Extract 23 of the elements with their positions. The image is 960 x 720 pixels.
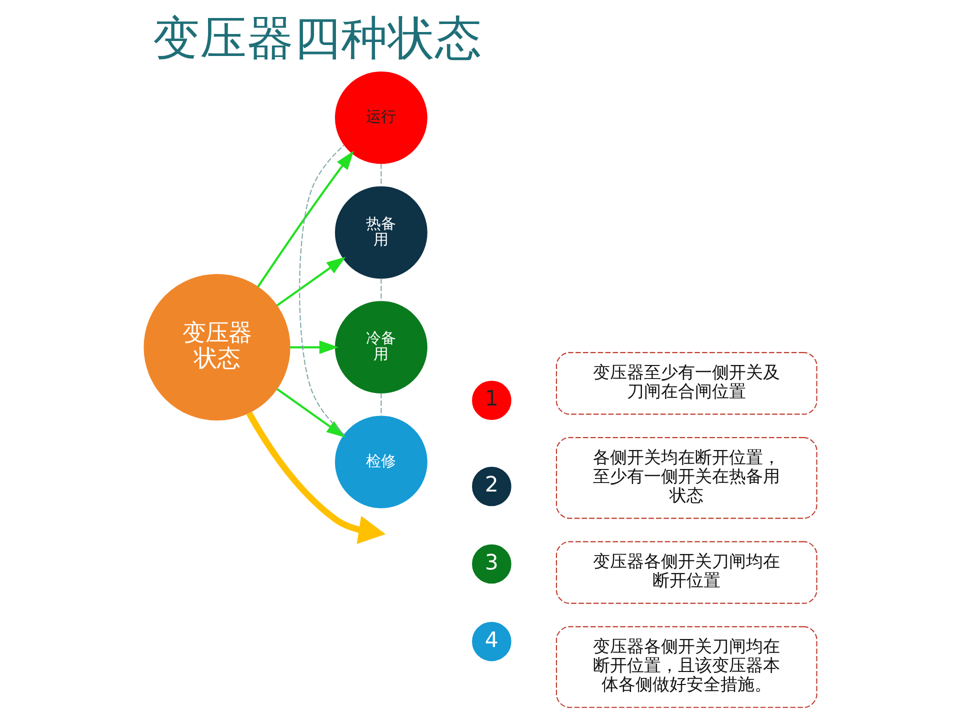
- arrow: [256, 150, 354, 288]
- node-circle: 冷备用: [334, 301, 427, 394]
- arrow: [246, 412, 386, 544]
- node-box: 变压器各侧开关刀闸均在断开位置: [555, 541, 817, 604]
- node-circle: 1: [472, 380, 511, 420]
- node-box: 各侧开关均在断开位置，至少有一侧开关在热备用状态: [555, 437, 817, 519]
- arrow: [290, 340, 338, 354]
- node-circle: 2: [472, 466, 511, 506]
- arrow: [276, 388, 346, 438]
- node-circle: 变压器状态: [143, 274, 290, 421]
- node-box: 变压器至少有一侧开关及刀闸在合闸位置: [555, 352, 817, 415]
- arrow: [276, 256, 346, 306]
- connector: [298, 144, 344, 436]
- node-circle: 检修: [334, 416, 427, 508]
- diagram-title: 变压器四种状态: [152, 12, 482, 66]
- node-circle: 3: [472, 544, 511, 584]
- node-circle: 4: [472, 622, 511, 662]
- connector: [380, 278, 382, 302]
- connector: [380, 393, 382, 416]
- node-circle: 热备用: [334, 186, 427, 279]
- node-circle: 运行: [334, 72, 427, 164]
- connector: [380, 164, 382, 187]
- node-box: 变压器各侧开关刀闸均在断开位置，且该变压器本体各侧做好安全措施。: [555, 626, 817, 708]
